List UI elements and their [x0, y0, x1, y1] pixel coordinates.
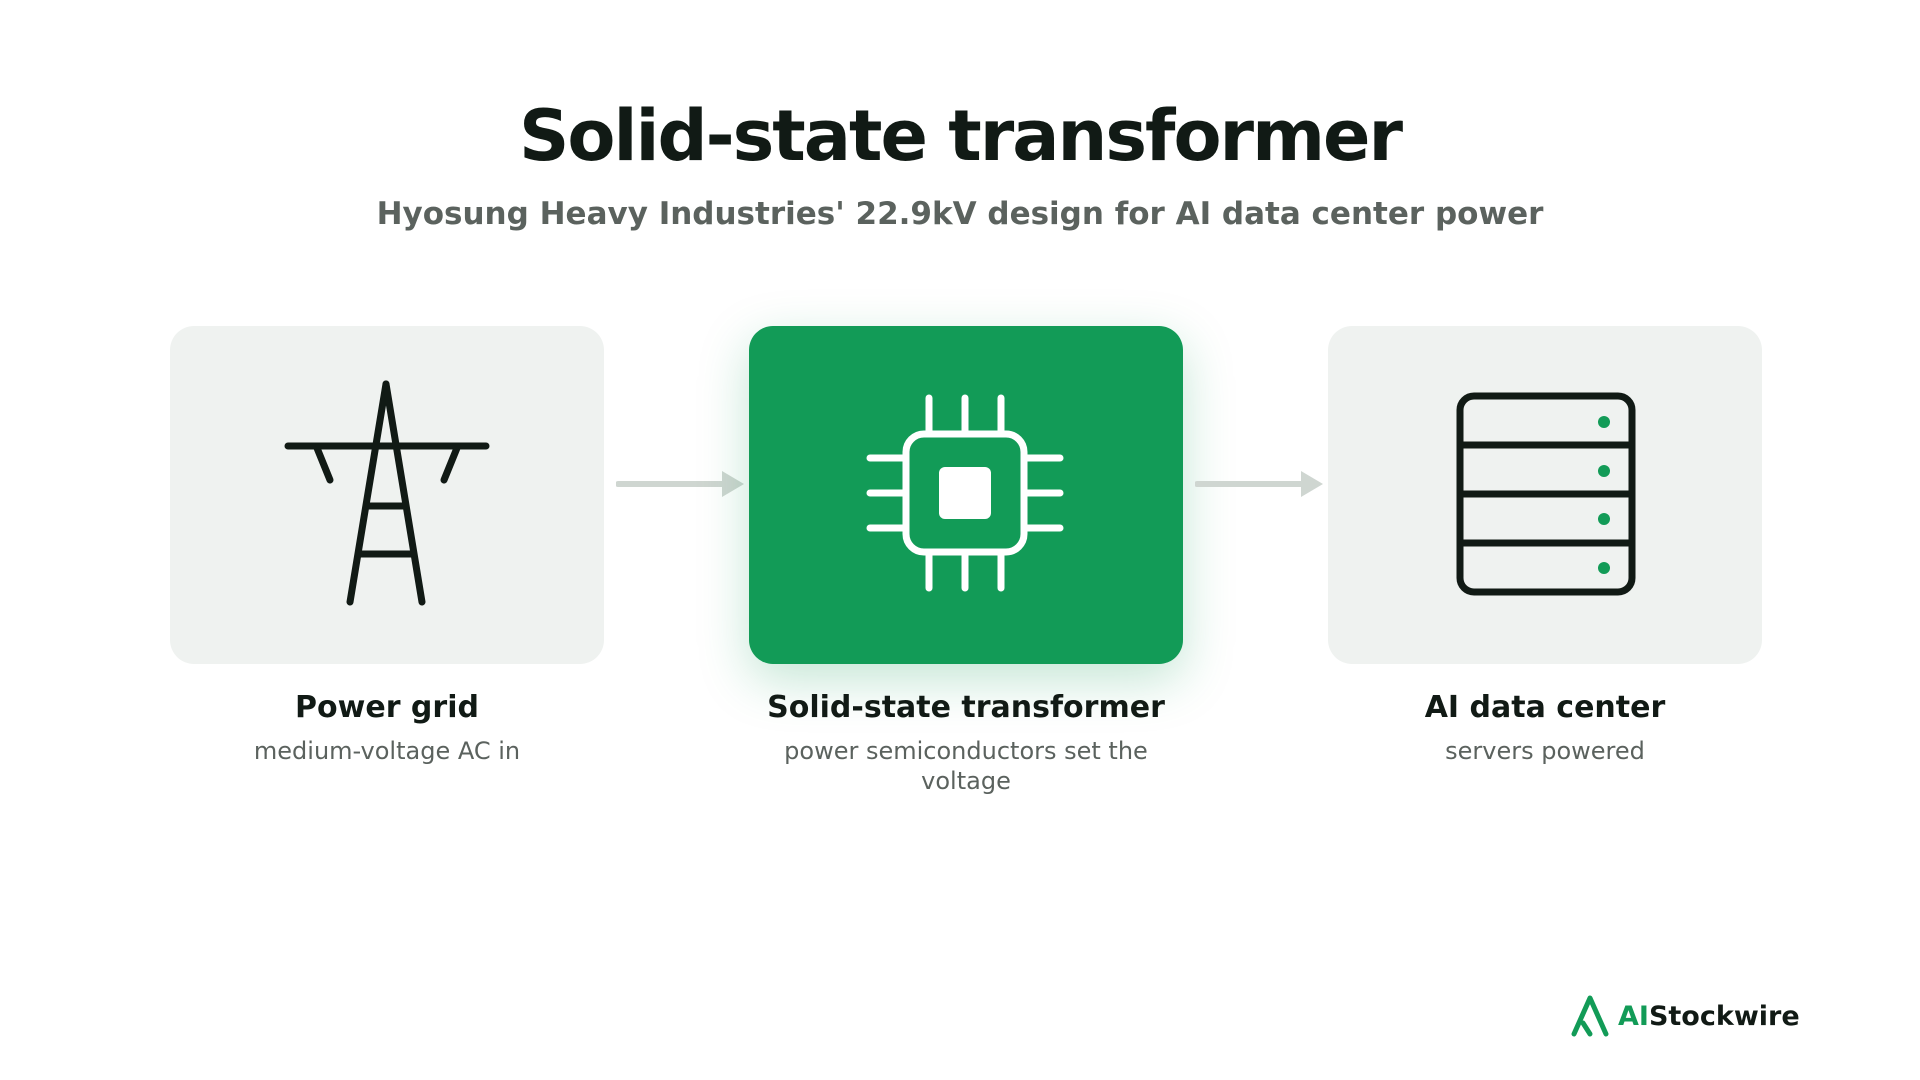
power-pylon-icon — [284, 380, 490, 606]
page-title: Solid-state transformer — [518, 95, 1403, 177]
page-subtitle: Hyosung Heavy Industries' 22.9kV design … — [376, 196, 1544, 232]
solid-state-transformer-sublabel: power semiconductors set the voltage — [784, 737, 1148, 795]
arrow-icon — [1195, 471, 1323, 497]
ai-data-center-sublabel: servers powered — [1445, 737, 1645, 765]
power-grid-card — [170, 326, 604, 664]
server-rack-icon — [1456, 392, 1636, 596]
brand-prefix: AI — [1618, 1000, 1649, 1032]
solid-state-transformer-label: Solid-state transformer — [767, 690, 1165, 725]
chip-icon — [866, 394, 1064, 592]
ai-data-center-label: AI data center — [1424, 690, 1666, 725]
brand-suffix: Stockwire — [1648, 1000, 1800, 1032]
solid-state-transformer-card — [749, 326, 1183, 664]
power-grid-sublabel: medium-voltage AC in — [253, 737, 521, 765]
arrow-icon — [616, 471, 744, 497]
brand-logo: AIStockwire — [1570, 992, 1800, 1040]
ai-data-center-card — [1328, 326, 1762, 664]
logo-icon — [1571, 995, 1609, 1037]
power-grid-label: Power grid — [295, 690, 479, 725]
brand-name: AIStockwire — [1618, 1001, 1800, 1032]
